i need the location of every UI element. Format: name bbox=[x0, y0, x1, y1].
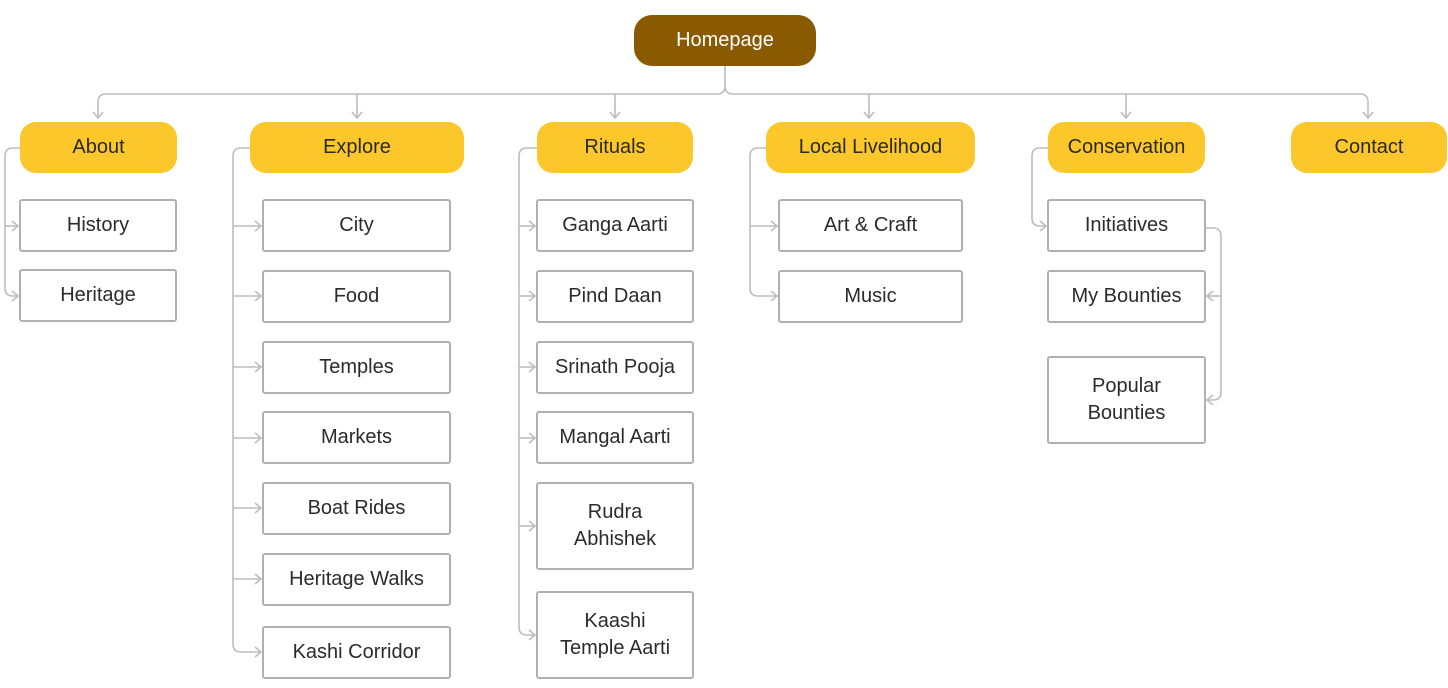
connector-rituals-arrow-0 bbox=[528, 220, 537, 232]
homepage-label: Homepage bbox=[676, 29, 774, 51]
category-contact: Contact bbox=[1291, 122, 1447, 173]
connector-explore-arrow-1 bbox=[254, 290, 263, 302]
leaf-label: Boat Rides bbox=[307, 497, 406, 519]
category-label: Explore bbox=[323, 136, 391, 158]
leaf-label: Food bbox=[333, 285, 380, 307]
leaf-markets: Markets bbox=[262, 411, 451, 464]
leaf-popular-bounties: Popular Bounties bbox=[1047, 356, 1206, 444]
connector-explore-spine bbox=[232, 147, 261, 653]
connector-explore-arrow-0 bbox=[254, 220, 263, 232]
connector-initiatives-arrow-1 bbox=[1205, 394, 1214, 406]
leaf-label: City bbox=[339, 214, 374, 236]
category-label: Local Livelihood bbox=[798, 136, 943, 158]
leaf-boat-rides: Boat Rides bbox=[262, 482, 451, 535]
leaf-label: Temples bbox=[319, 356, 394, 378]
connector-root-left bbox=[97, 66, 726, 117]
connector-arrow-down-5 bbox=[1362, 111, 1374, 120]
connector-arrow-down-1 bbox=[351, 111, 363, 120]
connector-initiatives-spine bbox=[1206, 227, 1222, 401]
connector-rituals-spine bbox=[518, 147, 537, 636]
connector-arrow-down-0 bbox=[92, 111, 104, 120]
leaf-label: Heritage Walks bbox=[289, 568, 424, 590]
connector-conservation-arrow-0 bbox=[1039, 220, 1048, 232]
category-conservation: Conservation bbox=[1048, 122, 1205, 173]
connector-livelihood-spine bbox=[749, 147, 777, 297]
leaf-label: Music bbox=[844, 285, 897, 307]
leaf-ganga-aarti: Ganga Aarti bbox=[536, 199, 694, 252]
leaf-mangal-aarti: Mangal Aarti bbox=[536, 411, 694, 464]
leaf-initiatives: Initiatives bbox=[1047, 199, 1206, 252]
connector-livelihood-arrow-0 bbox=[770, 220, 779, 232]
homepage-node: Homepage bbox=[634, 15, 816, 66]
leaf-label: Kaashi Temple Aarti bbox=[559, 610, 671, 659]
connector-about-arrow-1 bbox=[11, 290, 20, 302]
leaf-label: My Bounties bbox=[1071, 285, 1182, 307]
leaf-city: City bbox=[262, 199, 451, 252]
category-rituals: Rituals bbox=[537, 122, 693, 173]
leaf-kashi-corridor: Kashi Corridor bbox=[262, 626, 451, 679]
connector-explore-arrow-4 bbox=[254, 502, 263, 514]
category-explore: Explore bbox=[250, 122, 464, 173]
leaf-label: Kashi Corridor bbox=[292, 641, 421, 663]
category-about: About bbox=[20, 122, 177, 173]
connector-conservation-spine bbox=[1031, 147, 1048, 227]
leaf-temples: Temples bbox=[262, 341, 451, 394]
category-label: Conservation bbox=[1067, 136, 1186, 158]
connector-initiatives-arrow-0 bbox=[1205, 290, 1214, 302]
connector-rituals-arrow-1 bbox=[528, 290, 537, 302]
leaf-food: Food bbox=[262, 270, 451, 323]
leaf-pind-daan: Pind Daan bbox=[536, 270, 694, 323]
leaf-kaashi-temple-aarti: Kaashi Temple Aarti bbox=[536, 591, 694, 679]
leaf-label: Srinath Pooja bbox=[554, 356, 676, 378]
connector-arrow-down-2 bbox=[609, 111, 621, 120]
connector-explore-arrow-5 bbox=[254, 573, 263, 585]
leaf-rudra-abhishek: Rudra Abhishek bbox=[536, 482, 694, 570]
leaf-label: Mangal Aarti bbox=[559, 426, 671, 448]
leaf-label: Heritage bbox=[60, 284, 136, 306]
connector-root-right bbox=[724, 85, 1369, 117]
connector-explore-arrow-6 bbox=[254, 646, 263, 658]
leaf-label: Art & Craft bbox=[823, 214, 918, 236]
leaf-music: Music bbox=[778, 270, 963, 323]
connector-livelihood-arrow-1 bbox=[770, 290, 779, 302]
connector-explore-arrow-3 bbox=[254, 432, 263, 444]
leaf-my-bounties: My Bounties bbox=[1047, 270, 1206, 323]
leaf-label: History bbox=[66, 214, 130, 236]
connector-arrow-down-4 bbox=[1120, 111, 1132, 120]
category-label: Rituals bbox=[584, 136, 646, 158]
leaf-label: Markets bbox=[320, 426, 393, 448]
connector-arrow-down-3 bbox=[863, 111, 875, 120]
leaf-label: Pind Daan bbox=[568, 285, 662, 307]
leaf-label: Ganga Aarti bbox=[562, 214, 668, 236]
leaf-label: Rudra Abhishek bbox=[573, 501, 657, 550]
connector-rituals-arrow-5 bbox=[528, 629, 537, 641]
connector-explore-arrow-2 bbox=[254, 361, 263, 373]
connector-about-arrow-0 bbox=[11, 220, 20, 232]
leaf-srinath-pooja: Srinath Pooja bbox=[536, 341, 694, 394]
category-label: About bbox=[72, 136, 125, 158]
connector-rituals-arrow-2 bbox=[528, 361, 537, 373]
leaf-label: Initiatives bbox=[1084, 214, 1169, 236]
connector-rituals-arrow-3 bbox=[528, 432, 537, 444]
connector-about-spine bbox=[4, 147, 20, 297]
leaf-art-craft: Art & Craft bbox=[778, 199, 963, 252]
category-label: Contact bbox=[1334, 136, 1404, 158]
category-local-livelihood: Local Livelihood bbox=[766, 122, 975, 173]
leaf-label: Popular Bounties bbox=[1087, 375, 1166, 424]
leaf-history: History bbox=[19, 199, 177, 252]
leaf-heritage-walks: Heritage Walks bbox=[262, 553, 451, 606]
connector-rituals-arrow-4 bbox=[528, 520, 537, 532]
leaf-heritage: Heritage bbox=[19, 269, 177, 322]
